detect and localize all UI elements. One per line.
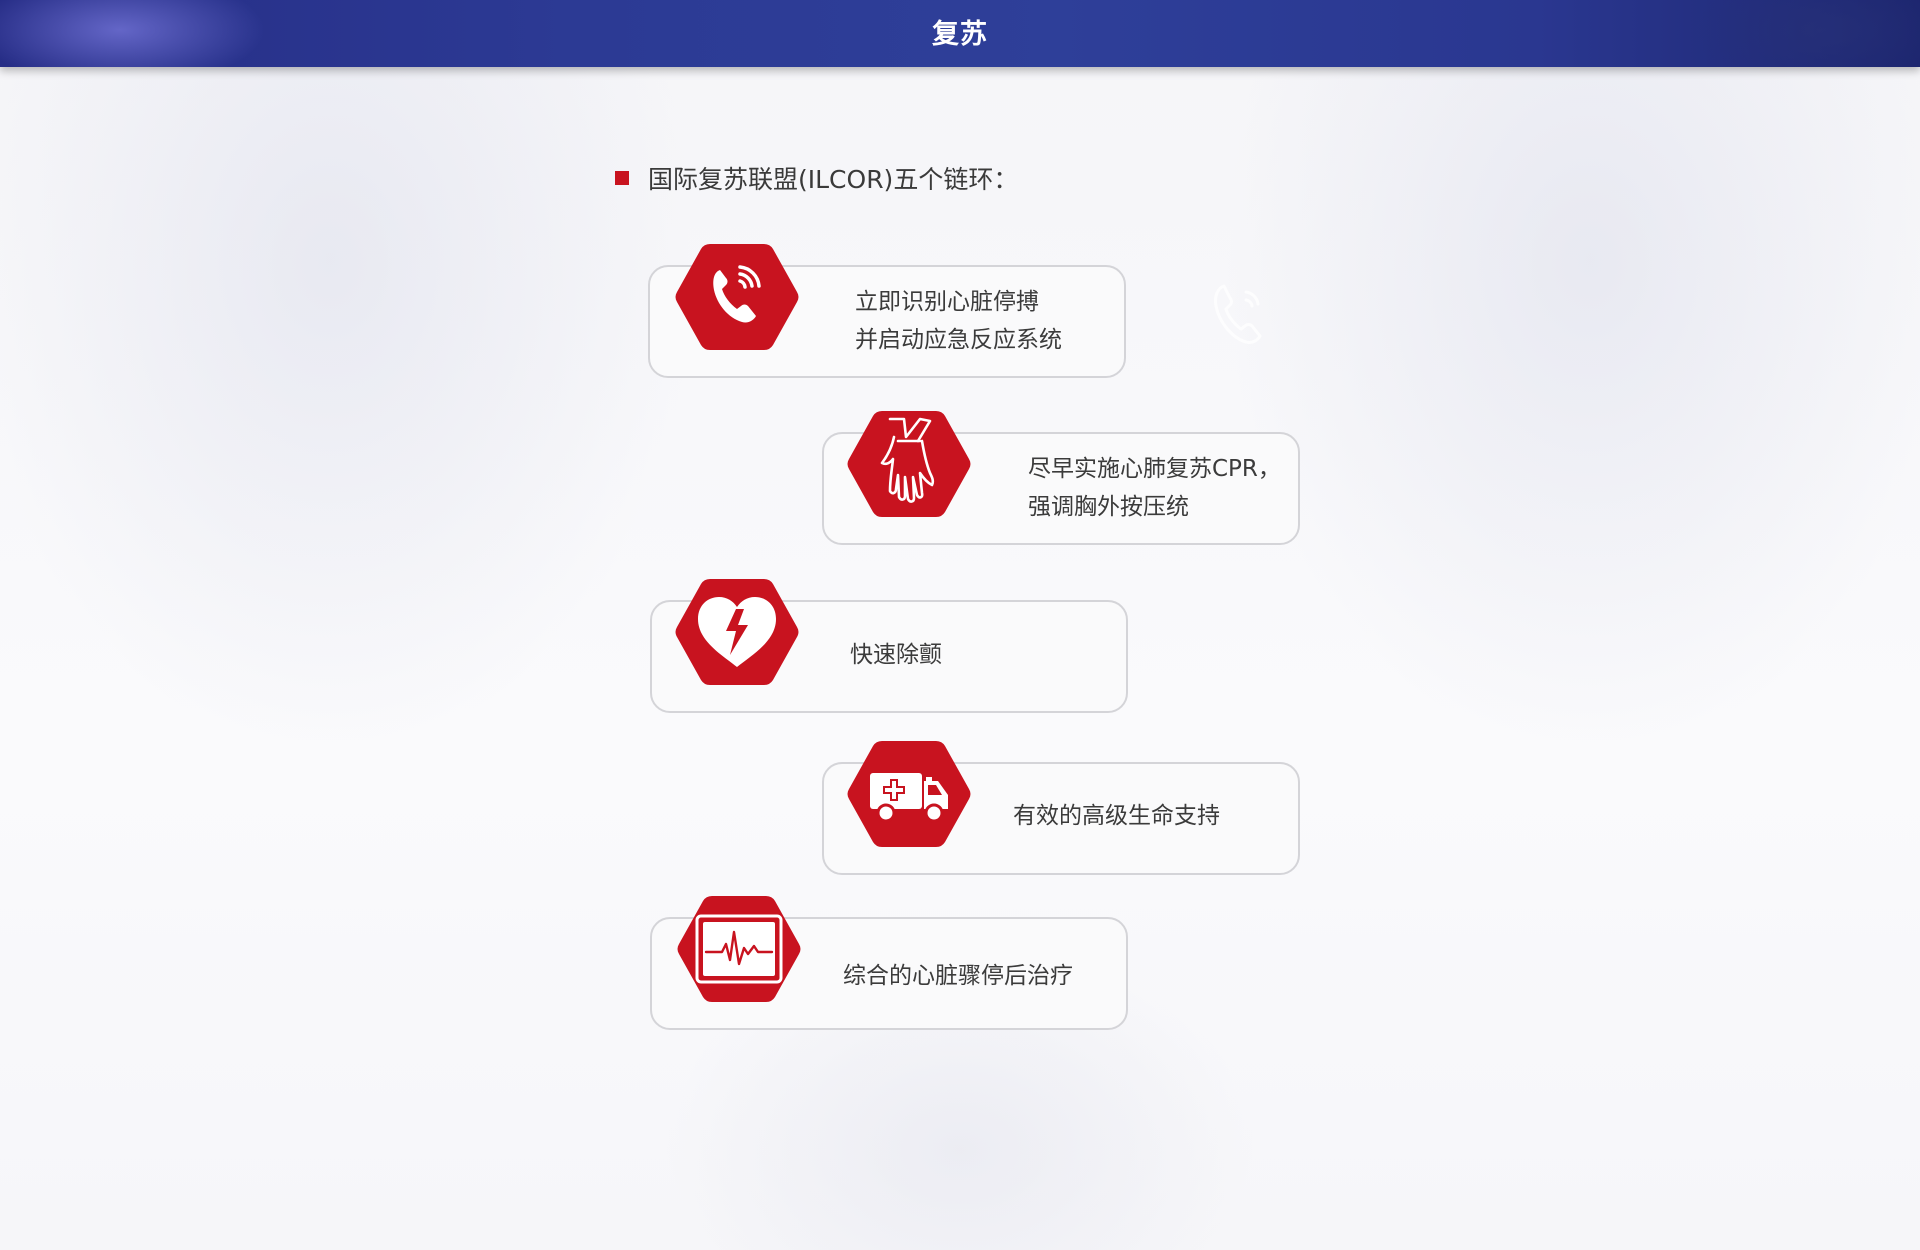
phone-call-icon: [674, 240, 800, 354]
decorative-phone-icon: [1214, 284, 1262, 344]
heart-defibrillator-icon: [674, 575, 800, 689]
header-bar: 复苏: [0, 0, 1920, 67]
page-title: 复苏: [932, 19, 988, 50]
chain-link-line: 立即识别心脏停搏: [855, 289, 1039, 315]
bullet-square-icon: [615, 171, 629, 185]
chain-link-text-5: 综合的心脏骤停后治疗: [843, 957, 1073, 995]
chain-link-line: 强调胸外按压统: [1028, 494, 1189, 520]
chain-link-line: 快速除颤: [850, 642, 942, 668]
intro-text: 国际复苏联盟(ILCOR)五个链环：: [648, 165, 1019, 194]
chain-link-line: 并启动应急反应系统: [855, 327, 1062, 353]
hands-cpr-icon: [846, 407, 972, 521]
chain-link-line: 综合的心脏骤停后治疗: [843, 963, 1073, 989]
intro-bullet: 国际复苏联盟(ILCOR)五个链环：: [615, 160, 1018, 196]
chain-link-text-4: 有效的高级生命支持: [1013, 797, 1220, 835]
chain-link-line: 尽早实施心肺复苏CPR，: [1028, 456, 1281, 482]
chain-link-line: 有效的高级生命支持: [1013, 803, 1220, 829]
chain-link-text-1: 立即识别心脏停搏 并启动应急反应系统: [855, 283, 1062, 359]
chain-link-text-2: 尽早实施心肺复苏CPR， 强调胸外按压统: [1028, 450, 1281, 526]
chain-link-text-3: 快速除颤: [850, 636, 942, 674]
ecg-monitor-icon: [676, 892, 802, 1006]
ambulance-icon: [846, 737, 972, 851]
